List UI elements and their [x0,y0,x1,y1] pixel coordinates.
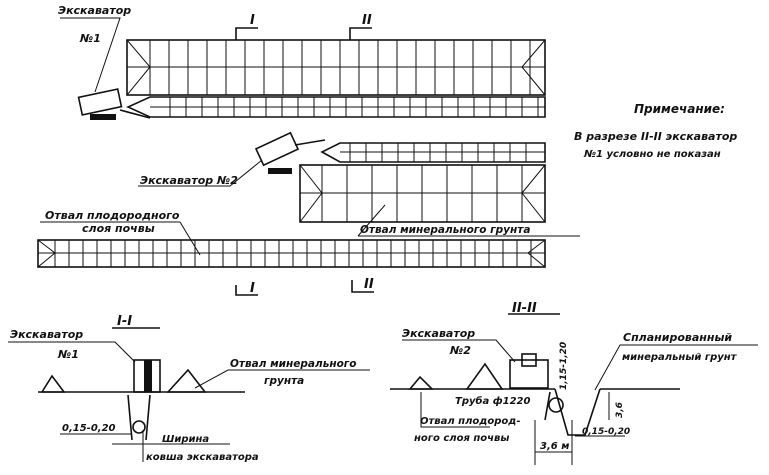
excavator-1-number: №1 [79,32,101,45]
topsoil-section-label-2: ного слоя почвы [414,433,509,444]
strip-trench [126,96,546,118]
bucket-width-label-2: ковша экскаватора [146,452,259,463]
topsoil-section-label-1: Отвал плодород- [420,416,520,427]
note-line-1: В разрезе II-II экскаватор [574,130,737,143]
topsoil-dump-label-1: Отвал плодородного [45,209,180,222]
depth-label-1: 0,15-0,20 [62,423,116,434]
height-dimension: 3,6 [615,402,625,418]
excavator-1-plan [77,88,151,120]
mineral-dump-label: Отвал минерального грунта [360,224,530,236]
mineral-dump-section-label-2: грунта [264,375,304,387]
planned-soil-label-2: минеральный грунт [622,352,738,363]
width-dimension: 3,6 м [540,441,569,452]
section-II-top: II [362,13,372,28]
excavator-2-section-number: №2 [449,344,471,357]
excavator-1-section-number: №1 [57,348,79,361]
section-marks: I II I II [235,13,374,296]
section-II-II-title: II-II [512,301,537,316]
section-I-I: I-I Экскаватор №1 Отвал минерального гру… [8,314,370,463]
section-I-I-title: I-I [117,314,132,329]
section-II-bottom: II [364,277,374,292]
section-I-bottom: I [250,281,255,296]
excavator-2-section-label: Экскаватор [402,327,475,340]
excavator-2-label: Экскаватор №2 [140,174,238,187]
strip-trench-2 [320,142,546,163]
section-I-top: I [250,13,255,28]
excavator-1-label: Экскаватор [58,4,131,17]
pipe-label: Труба ф1220 [455,395,531,407]
note-title: Примечание: [634,102,725,116]
excavator-1-section-label: Экскаватор [10,328,83,341]
depth-label-2: 0,15-0,20 [582,427,630,437]
excavator-2-plan [254,131,326,174]
bucket-width-label-1: Ширина [162,434,209,445]
topsoil-dump-label-2: слоя почвы [82,222,155,235]
planned-soil-label-1: Спланированный [623,331,732,344]
vertical-dimension: 1,15-1,20 [559,342,569,390]
grid-lines [54,40,539,267]
mineral-dump-section-label-1: Отвал минерального [230,358,357,370]
note-line-2: №1 условно не показан [583,149,721,160]
section-II-II: II-II Спланированный минеральный грунт Э… [390,301,758,465]
